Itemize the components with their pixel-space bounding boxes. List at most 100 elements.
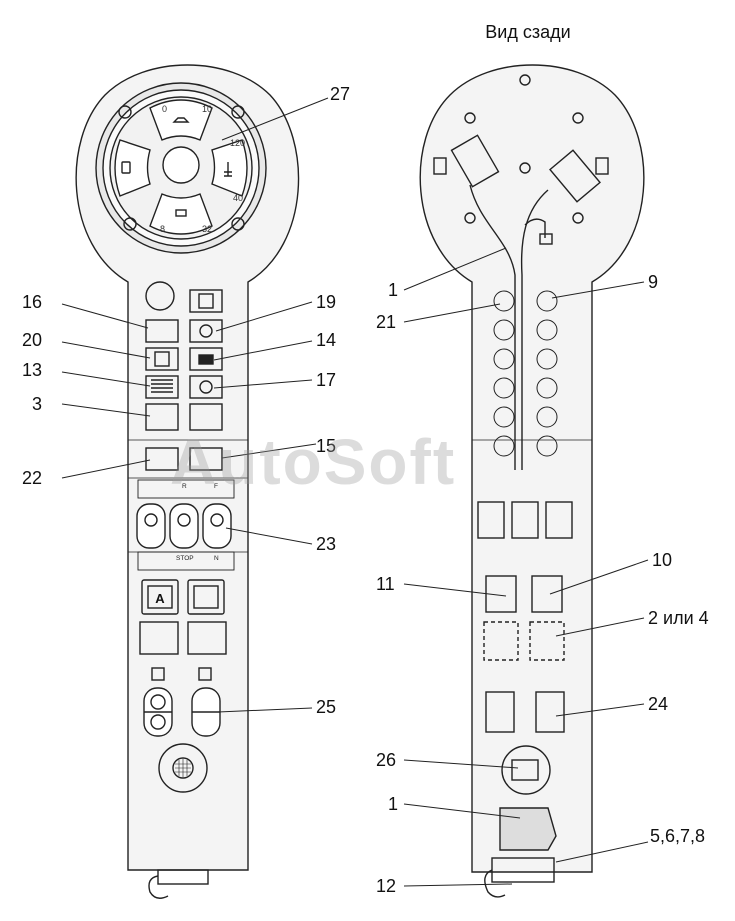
front-housing-outline [75, 64, 300, 871]
rear-connector-left [450, 134, 500, 188]
rear-connector-row-1 [477, 501, 505, 539]
gauge-top-window [149, 99, 213, 141]
callout-25: 25 [316, 697, 336, 717]
optional-connector-left [483, 621, 519, 661]
wire-harness-main-right [520, 189, 549, 470]
heater-icon [154, 351, 170, 367]
label-r: R [182, 483, 187, 490]
rear-view-title: Вид сзади [485, 22, 570, 42]
auto-mode-button[interactable] [141, 579, 179, 615]
gauge-bottom-min: 8 [160, 224, 165, 234]
folder-icon [198, 354, 214, 365]
indicator-lamp-top-right [231, 105, 245, 119]
switch-15[interactable] [189, 447, 223, 471]
front-callout-labels: 27 16 19 20 14 13 17 3 15 22 23 25 [22, 84, 350, 717]
rear-callout-labels: 1 9 21 10 11 2 или 4 24 26 1 5,6,7,8 12 [376, 272, 709, 896]
gauge-top-min: 0 [162, 104, 167, 114]
mount-hole-6 [519, 162, 531, 174]
auto-mode-letter: A [155, 591, 165, 606]
callout-9: 9 [648, 272, 658, 292]
oil-can-icon [172, 117, 190, 123]
indicator-lamp-bottom-left [123, 217, 137, 231]
gauge-right-min: 40 [233, 193, 243, 203]
callout-26: 26 [376, 750, 396, 770]
bulb-socket-column-right [536, 290, 558, 457]
label-n: N [214, 555, 219, 562]
battery-icon [175, 209, 187, 217]
callout-1-top: 1 [388, 280, 398, 300]
front-bottom-connector [157, 869, 209, 885]
gauge-left-window [114, 139, 151, 197]
watermark-text: AutoSoft [170, 426, 456, 498]
rear-connector-row-2 [511, 501, 539, 539]
plus-icon [150, 694, 166, 710]
switch-16[interactable] [145, 319, 179, 343]
speaker-grille-outer [158, 743, 208, 793]
auto-mode-button-inner [147, 585, 173, 609]
switch-3[interactable] [145, 403, 179, 431]
callout-11: 11 [376, 574, 395, 594]
front-view [75, 64, 300, 899]
rocker-1-knob [144, 513, 158, 527]
connector-26 [511, 759, 539, 781]
round-plug [145, 281, 175, 311]
indicator-strip-top [137, 479, 235, 499]
rear-housing-outline [419, 64, 645, 873]
power-button[interactable] [187, 579, 225, 615]
switch-13[interactable] [145, 375, 179, 399]
blank-switch-left[interactable] [139, 621, 179, 655]
wire-harness-main-left [469, 184, 516, 470]
callout-17: 17 [316, 370, 336, 390]
indicator-lamp-top-left [118, 105, 132, 119]
callout-2-or-4: 2 или 4 [648, 608, 709, 628]
rear-side-lamp-left [433, 157, 447, 175]
optional-connector-right [529, 621, 565, 661]
speaker-grille-inner [172, 757, 194, 779]
mount-hole-5 [464, 212, 476, 224]
switch-20[interactable] [145, 347, 179, 371]
wire-harness-loop [524, 218, 546, 238]
rear-view [419, 64, 645, 898]
callout-10: 10 [652, 550, 672, 570]
blank-switch-right[interactable] [187, 621, 227, 655]
callout-5-6-7-8: 5,6,7,8 [650, 826, 705, 846]
callout-14: 14 [316, 330, 336, 350]
engine-small-icon [198, 667, 212, 681]
switch-blank-right[interactable] [189, 403, 223, 431]
rear-cable [484, 869, 506, 898]
label-f: F [214, 483, 218, 490]
mount-hole-2 [572, 112, 584, 124]
callout-15: 15 [316, 436, 336, 456]
speaker-grille-lines [175, 759, 191, 777]
callout-27: 27 [330, 84, 350, 104]
callout-3: 3 [32, 394, 42, 414]
mount-hole-1 [519, 74, 531, 86]
cluster-center-hub [162, 146, 200, 184]
connector-26-housing [501, 745, 551, 795]
callout-20: 20 [22, 330, 42, 350]
rear-connector-right [549, 149, 601, 203]
light-icon [199, 324, 213, 338]
rocker-2-knob [177, 513, 191, 527]
coolant-temperature-icon [224, 162, 232, 177]
rocker-3-knob [210, 513, 224, 527]
grid-pattern-icon [151, 379, 173, 393]
rear-plug-body [499, 807, 557, 851]
power-button-inner [193, 585, 219, 609]
seat-heater-icon [198, 293, 214, 309]
connector-10 [531, 575, 563, 613]
rear-small-box [539, 233, 553, 245]
indicator-strip-bottom [137, 551, 235, 571]
gauge-right-max: 120 [230, 138, 245, 148]
callout-21: 21 [376, 312, 396, 332]
switch-22[interactable] [145, 447, 179, 471]
front-cable [148, 875, 169, 899]
switch-19[interactable] [189, 319, 223, 343]
callout-13: 13 [22, 360, 42, 380]
gauge-top-max: 10 [202, 104, 212, 114]
callout-1-bottom: 1 [388, 794, 398, 814]
switch-top-right[interactable] [189, 289, 223, 313]
switch-14[interactable] [189, 347, 223, 371]
temp-small-icon [151, 667, 165, 681]
